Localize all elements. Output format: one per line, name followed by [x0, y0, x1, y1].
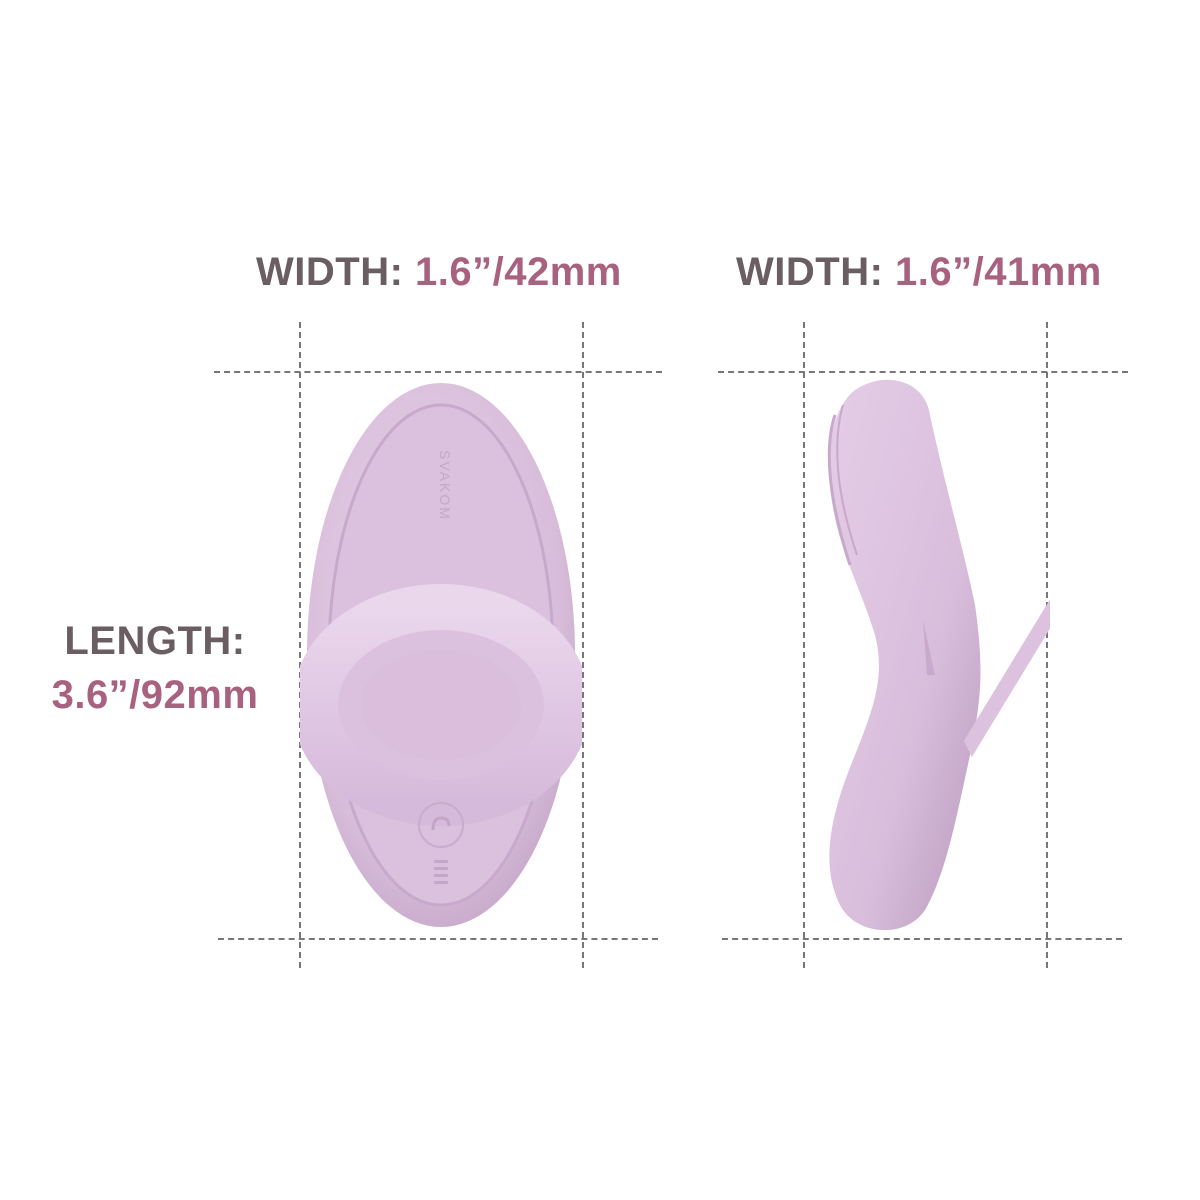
- indicator-lights-icon: [434, 860, 448, 884]
- front-width-value: 1.6”/42mm: [415, 250, 622, 294]
- power-button-icon: [418, 802, 464, 848]
- side-width-label: WIDTH: 1.6”/41mm: [736, 250, 1102, 295]
- side-bottom-guide-line: [722, 938, 1122, 940]
- front-top-guide-line: [214, 371, 662, 373]
- side-body-shape: [828, 379, 981, 931]
- length-value: 3.6”/92mm: [51, 673, 259, 717]
- side-right-guide-line: [1046, 322, 1048, 968]
- front-left-guide-line: [299, 322, 301, 968]
- side-width-value: 1.6”/41mm: [895, 250, 1102, 294]
- front-right-guide-line: [582, 322, 584, 968]
- front-bottom-guide-line: [218, 938, 658, 940]
- product-front-view-image: SVAKOM: [300, 383, 582, 927]
- brand-mark-text: SVAKOM: [437, 450, 453, 521]
- front-width-key: WIDTH:: [256, 250, 404, 294]
- front-width-label: WIDTH: 1.6”/42mm: [256, 250, 622, 295]
- length-label: LENGTH: 3.6”/92mm: [30, 614, 280, 722]
- side-left-guide-line: [803, 322, 805, 968]
- side-strap-shape: [963, 552, 1050, 758]
- side-top-guide-line: [718, 371, 1128, 373]
- side-width-key: WIDTH:: [736, 250, 884, 294]
- length-key: LENGTH:: [64, 619, 246, 663]
- product-side-view-image: [827, 379, 1050, 931]
